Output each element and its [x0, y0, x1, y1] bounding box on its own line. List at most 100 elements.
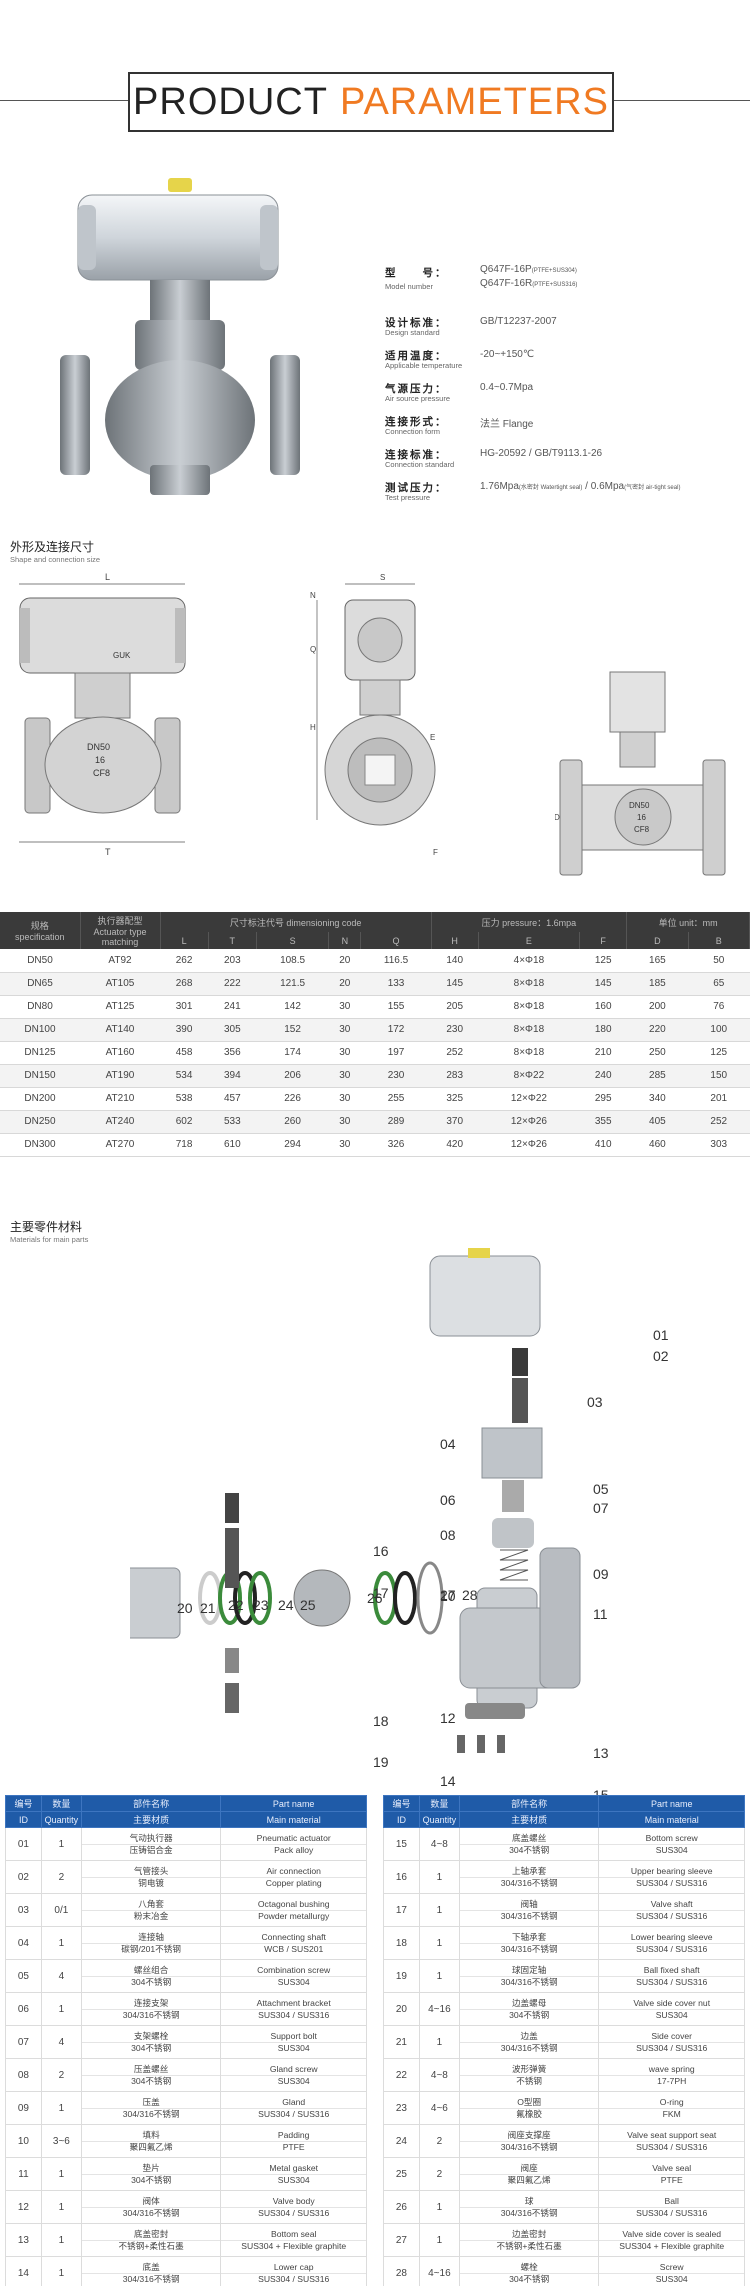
part-material: SUS304 / SUS316 [258, 2009, 330, 2020]
part-material: 压铸铝合金 [129, 1844, 173, 1855]
part-name: 波形弹簧 [459, 2064, 599, 2076]
part-name: Gland screw [221, 2064, 366, 2076]
part-name: Upper bearing sleeve [599, 1866, 744, 1878]
part-material: SUS304 / SUS316 [636, 2141, 708, 2152]
table-cell: 285 [626, 1064, 689, 1088]
table-cell: 1 [418, 2025, 460, 2059]
param-value: GB/T12237-2007 [480, 316, 557, 327]
table-cell: DN100 [0, 1018, 80, 1042]
table-cell: 165 [626, 949, 689, 973]
dim-col-E: E [478, 932, 581, 949]
part-callout-21: 21 [200, 1600, 216, 1616]
part-material: 304/316不锈钢 [122, 2009, 180, 2020]
dim-T-label: T [105, 847, 111, 857]
table-cell: DN300 [0, 1133, 80, 1157]
part-name: 螺丝组合 [81, 1965, 221, 1977]
part-material: 304/316不锈钢 [122, 2108, 180, 2119]
part-material: 304/316不锈钢 [500, 2042, 558, 2053]
table-cell: AT210 [80, 1087, 160, 1111]
table-cell: 2 [418, 2124, 460, 2158]
table-cell: 2 [40, 2058, 82, 2092]
part-material: 304/316不锈钢 [500, 2141, 558, 2152]
part-material: SUS304 [655, 2273, 688, 2284]
part-material: 不锈钢+柔性石墨 [118, 2240, 184, 2251]
table-cell: 填料聚四氟乙烯 [80, 2124, 222, 2158]
part-name: Ball [599, 2196, 744, 2208]
table-cell: 20 [328, 949, 361, 973]
table-cell: 226 [256, 1087, 329, 1111]
col-part-cn: 部件名称 [80, 1795, 222, 1812]
table-cell: 23 [383, 2091, 420, 2125]
param-label: 测试压力： [385, 482, 448, 494]
part-name: 气管接头 [81, 1866, 221, 1878]
svg-text:16: 16 [637, 813, 646, 822]
part-callout-04: 04 [440, 1436, 456, 1452]
table-cell: 11 [5, 2157, 42, 2191]
section-title-en: Materials for main parts [10, 1235, 89, 1244]
part-callout-12: 12 [440, 1710, 456, 1726]
param-label: 气源压力： [385, 383, 448, 395]
part-material: SUS304 / SUS316 [636, 2207, 708, 2218]
part-name: 边盖 [459, 2031, 599, 2043]
table-cell: 波形弹簧不锈钢 [458, 2058, 600, 2092]
table-cell: 283 [431, 1064, 479, 1088]
section-title-cn: 主要零件材料 [10, 1220, 83, 1234]
exploded-view-drawing [130, 1248, 581, 1753]
table-cell: 370 [431, 1110, 479, 1134]
table-cell: DN150 [0, 1064, 80, 1088]
table-cell: 390 [160, 1018, 209, 1042]
table-cell: 05 [5, 1959, 42, 1993]
part-material: SUS304 / SUS316 [636, 1877, 708, 1888]
table-cell: 27 [383, 2223, 420, 2257]
part-material: 碳钢/201不锈钢 [121, 1943, 181, 1954]
table-cell: 108.5 [256, 949, 329, 973]
col-qty: 数量 [418, 1795, 460, 1812]
part-callout-25: 25 [300, 1597, 316, 1613]
table-cell: 295 [579, 1087, 627, 1111]
part-name: 底盖 [81, 2262, 221, 2274]
table-cell: 200 [626, 995, 689, 1019]
part-material: SUS304 [277, 2174, 310, 2185]
table-cell: 4~8 [418, 1827, 460, 1861]
table-cell: 220 [626, 1018, 689, 1042]
dim-col-S: S [256, 932, 330, 949]
table-cell: 140 [431, 949, 479, 973]
part-name: Combination screw [221, 1965, 366, 1977]
table-cell: 阀座聚四氟乙烯 [458, 2157, 600, 2191]
part-callout-09: 09 [593, 1566, 609, 1582]
part-callout-05: 05 [593, 1481, 609, 1497]
part-name: 边盖密封 [459, 2229, 599, 2241]
table-cell: 150 [688, 1064, 750, 1088]
dim-Q-label: Q [310, 645, 316, 654]
col-mat-cn: 主要材质 [458, 1811, 600, 1828]
table-cell: 1 [418, 1926, 460, 1960]
table-cell: 03 [5, 1893, 42, 1927]
table-cell: AT240 [80, 1110, 160, 1134]
col-id: 编号 [5, 1795, 42, 1812]
